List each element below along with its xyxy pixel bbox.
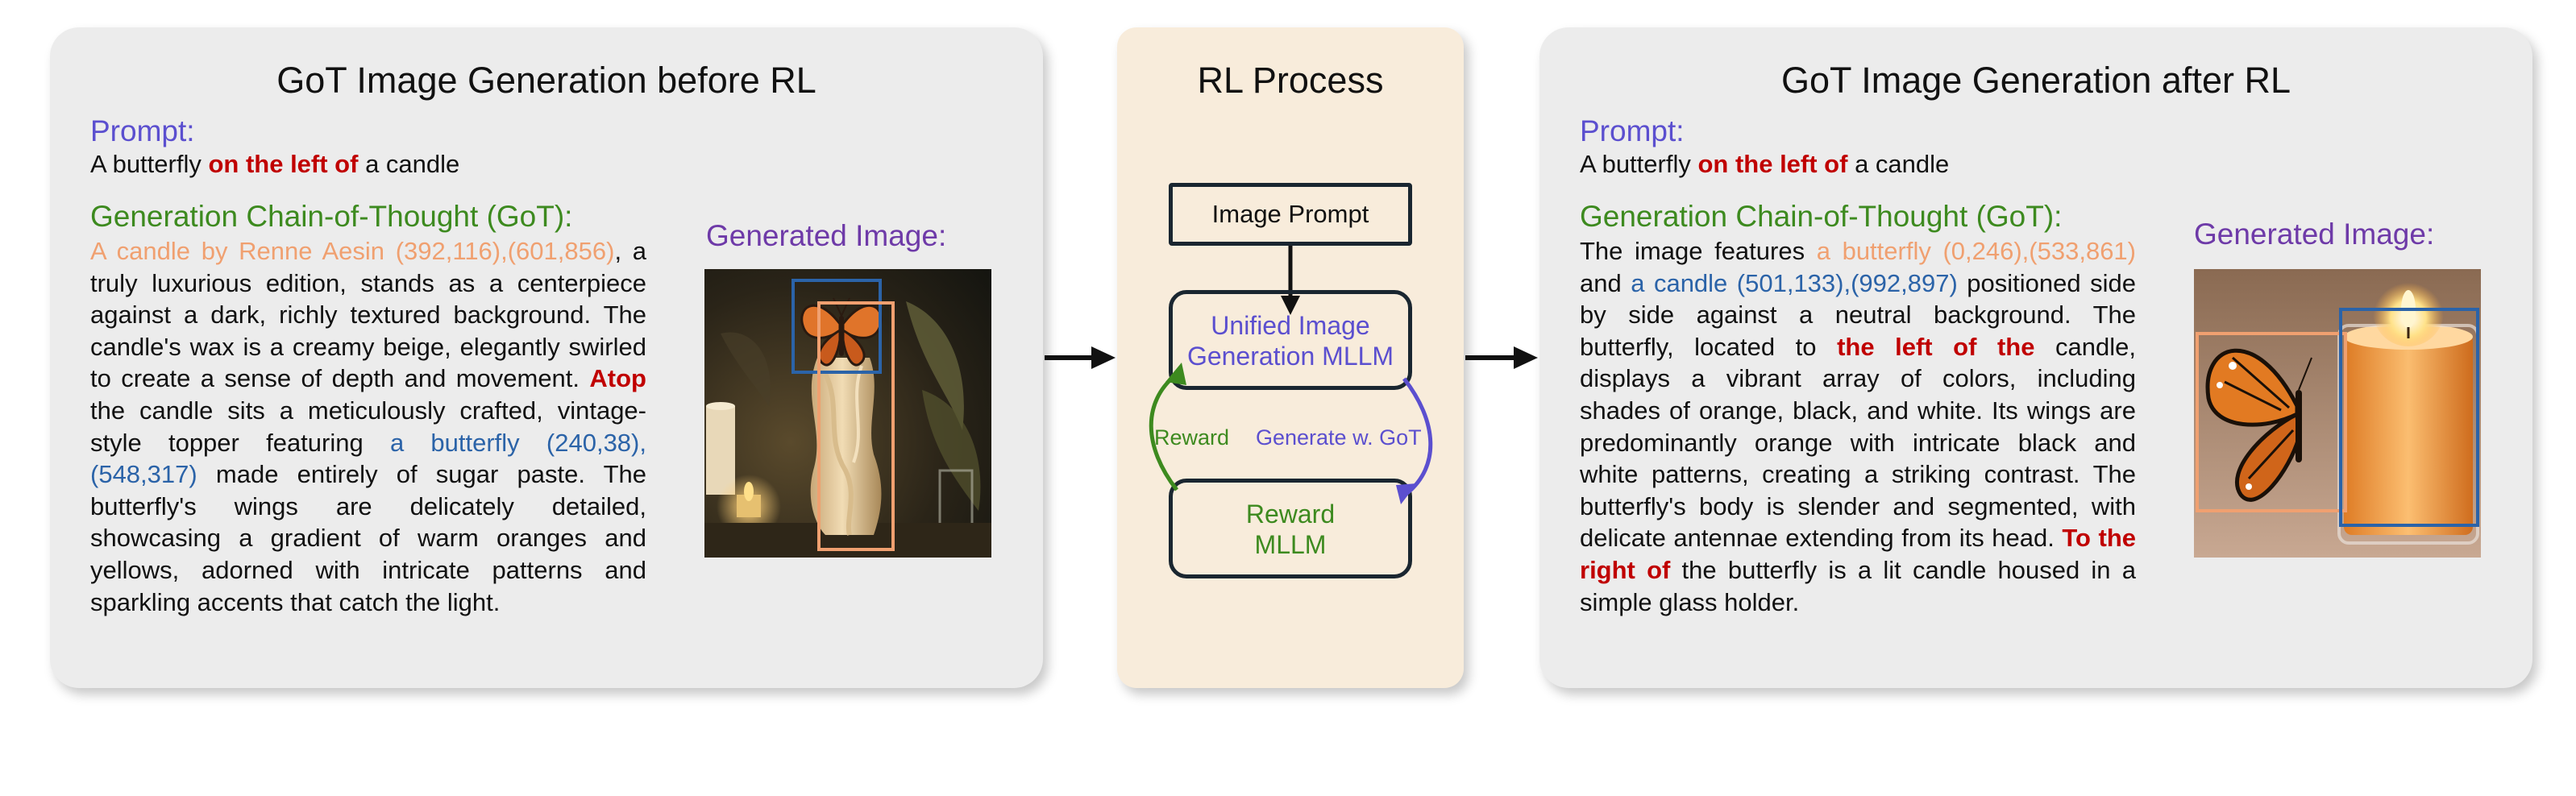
prompt-post: a candle: [1847, 150, 1950, 178]
got-label: Generation Chain-of-Thought (GoT):: [1580, 200, 2063, 233]
panel-title: RL Process: [1197, 60, 1384, 101]
generated-image-after: [2194, 269, 2481, 558]
generated-image-before: [704, 269, 991, 558]
generated-image-label: Generated Image:: [2194, 218, 2435, 251]
panel-title: GoT Image Generation before RL: [276, 60, 816, 101]
rl-process-panel: RL Process Image Prompt Unified Image Ge…: [1117, 27, 1464, 688]
reward-label-line1: Reward: [1245, 500, 1336, 529]
prompt-text: A butterfly on the left of a candle: [90, 150, 459, 179]
generated-image-label: Generated Image:: [706, 219, 947, 252]
arrow-right-icon: [1465, 346, 1538, 369]
candle-bounding-box: [817, 301, 895, 551]
candle-bounding-box: [2339, 308, 2479, 527]
got-label: Generation Chain-of-Thought (GoT):: [90, 200, 573, 233]
candle-mention: A candle by Renne Aesin (392,116),(601,8…: [90, 237, 615, 265]
got-text-segment: candle, displays a vibrant array of colo…: [1580, 332, 2136, 553]
prompt-text: A butterfly on the left of a candle: [1580, 150, 1949, 179]
arrow-right-icon: [1045, 346, 1116, 369]
image-prompt-box: Image Prompt: [1169, 183, 1412, 246]
reward-arrow-label: Reward: [1154, 425, 1230, 450]
generate-arrow-label: Generate w. GoT: [1256, 425, 1422, 450]
spatial-term: Atop: [589, 364, 646, 393]
got-text: The image features a butterfly (0,246),(…: [1580, 235, 2136, 618]
generate-arrowhead-icon: [1396, 483, 1417, 504]
reward-label-line2: MLLM: [1254, 530, 1327, 559]
prompt-post: a candle: [358, 150, 460, 178]
butterfly-mention: a butterfly (240,38),(548,317): [90, 428, 646, 489]
prompt-pre: A butterfly: [90, 150, 209, 178]
got-text: A candle by Renne Aesin (392,116),(601,8…: [90, 235, 646, 618]
got-text-segment: , a truly luxurious edition, stands as a…: [90, 237, 647, 393]
prompt-highlight: on the left of: [1697, 150, 1848, 178]
got-text-segment: the butterfly is a lit candle housed in …: [1580, 555, 2136, 616]
mllm-label-line1: Unified Image: [1211, 311, 1370, 340]
butterfly-bounding-box: [791, 279, 882, 374]
reward-arrowhead-icon: [1165, 363, 1186, 385]
unified-mllm-box: Unified Image Generation MLLM: [1169, 290, 1412, 390]
got-text-segment: and: [1580, 268, 1631, 297]
prompt-label: Prompt:: [90, 114, 195, 147]
got-text-segment: The image features: [1580, 237, 1817, 265]
candle-butterfly-illustration: [704, 269, 991, 558]
reward-mllm-box: Reward MLLM: [1169, 479, 1412, 578]
spatial-term: To the right of: [1580, 524, 2136, 584]
got-text-segment: the candle sits a meticulously crafted, …: [90, 396, 646, 457]
mllm-label-line2: Generation MLLM: [1186, 342, 1394, 371]
butterfly-mention: a butterfly (0,246),(533,861): [1816, 237, 2137, 265]
got-text-segment: made entirely of sugar paste. The butter…: [90, 460, 646, 616]
after-rl-panel: GoT Image Generation after RL Prompt: A …: [1539, 27, 2532, 688]
before-rl-panel: GoT Image Generation before RL Prompt: A…: [50, 27, 1043, 688]
butterfly-bounding-box: [2196, 332, 2347, 512]
candle-mention: a candle (501,133),(992,897): [1631, 268, 1958, 297]
prompt-label: Prompt:: [1580, 114, 1685, 147]
butterfly-candle-illustration: [2194, 269, 2481, 558]
prompt-highlight: on the left of: [208, 150, 359, 178]
spatial-term: the left of the: [1837, 332, 2035, 361]
got-text-segment: positioned side by side against a neutra…: [1580, 268, 2136, 361]
panel-title: GoT Image Generation after RL: [1781, 60, 2291, 101]
feedback-loop-arrows: [1149, 363, 1433, 504]
prompt-pre: A butterfly: [1580, 150, 1698, 178]
